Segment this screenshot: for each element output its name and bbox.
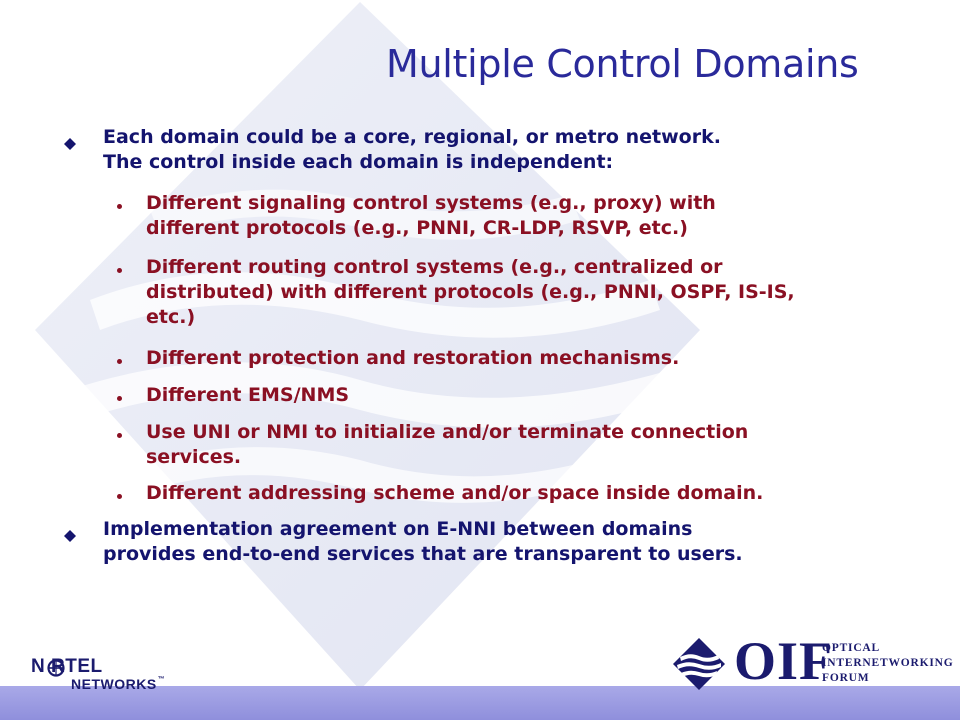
diamond-icon bbox=[64, 530, 76, 542]
oif-logo: OIF OPTICAL INTERNETWORKING FORUM bbox=[672, 631, 960, 693]
subbullet-2-line-2: distributed) with different protocols (e… bbox=[146, 281, 795, 303]
oif-line-1: OPTICAL bbox=[822, 642, 880, 654]
subbullet-4: Different EMS/NMS bbox=[146, 383, 916, 408]
bullet-2: Implementation agreement on E-NNI betwee… bbox=[103, 517, 903, 567]
bullet-2-line-2: provides end-to-end services that are tr… bbox=[103, 543, 743, 565]
bullet-1: Each domain could be a core, regional, o… bbox=[103, 125, 903, 175]
nortel-trademark: ™ bbox=[157, 676, 166, 683]
subbullet-2-line-3: etc.) bbox=[146, 306, 196, 328]
subbullet-2-line-1: Different routing control systems (e.g.,… bbox=[146, 256, 723, 278]
dot-icon bbox=[117, 396, 122, 401]
dot-icon bbox=[117, 494, 122, 499]
oif-letters: OIF bbox=[734, 631, 834, 691]
bullet-1-line-2: The control inside each domain is indepe… bbox=[103, 151, 614, 173]
dot-icon bbox=[117, 359, 122, 364]
subbullet-6-line-1: Different addressing scheme and/or space… bbox=[146, 482, 764, 504]
oif-line-3: FORUM bbox=[822, 672, 870, 684]
dot-icon bbox=[117, 268, 122, 273]
nortel-networks-word: NETWORKS bbox=[71, 676, 157, 692]
subbullet-5-line-1: Use UNI or NMI to initialize and/or term… bbox=[146, 421, 749, 443]
subbullet-6: Different addressing scheme and/or space… bbox=[146, 481, 916, 506]
subbullet-3: Different protection and restoration mec… bbox=[146, 346, 916, 371]
bullet-2-line-1: Implementation agreement on E-NNI betwee… bbox=[103, 518, 693, 540]
nortel-logo-line-1: N RTEL bbox=[31, 656, 103, 677]
subbullet-1-line-1: Different signaling control systems (e.g… bbox=[146, 192, 716, 214]
nortel-globe-icon bbox=[47, 659, 65, 677]
subbullet-2: Different routing control systems (e.g.,… bbox=[146, 255, 916, 330]
diamond-icon bbox=[64, 138, 76, 150]
nortel-networks-logo: N RTEL NETWORKS™ bbox=[25, 656, 195, 696]
oif-diamond-icon bbox=[673, 638, 725, 690]
subbullet-1: Different signaling control systems (e.g… bbox=[146, 191, 916, 241]
subbullet-3-line-1: Different protection and restoration mec… bbox=[146, 347, 680, 369]
subbullet-5: Use UNI or NMI to initialize and/or term… bbox=[146, 420, 916, 470]
slide-title: Multiple Control Domains bbox=[386, 42, 859, 86]
subbullet-1-line-2: different protocols (e.g., PNNI, CR-LDP,… bbox=[146, 217, 688, 239]
dot-icon bbox=[117, 433, 122, 438]
footer-bar bbox=[0, 686, 960, 720]
bullet-1-line-1: Each domain could be a core, regional, o… bbox=[103, 126, 721, 148]
dot-icon bbox=[117, 204, 122, 209]
nortel-logo-line-2: NETWORKS™ bbox=[71, 676, 165, 692]
oif-line-2: INTERNETWORKING bbox=[822, 657, 954, 669]
subbullet-5-line-2: services. bbox=[146, 446, 242, 468]
subbullet-4-line-1: Different EMS/NMS bbox=[146, 384, 350, 406]
